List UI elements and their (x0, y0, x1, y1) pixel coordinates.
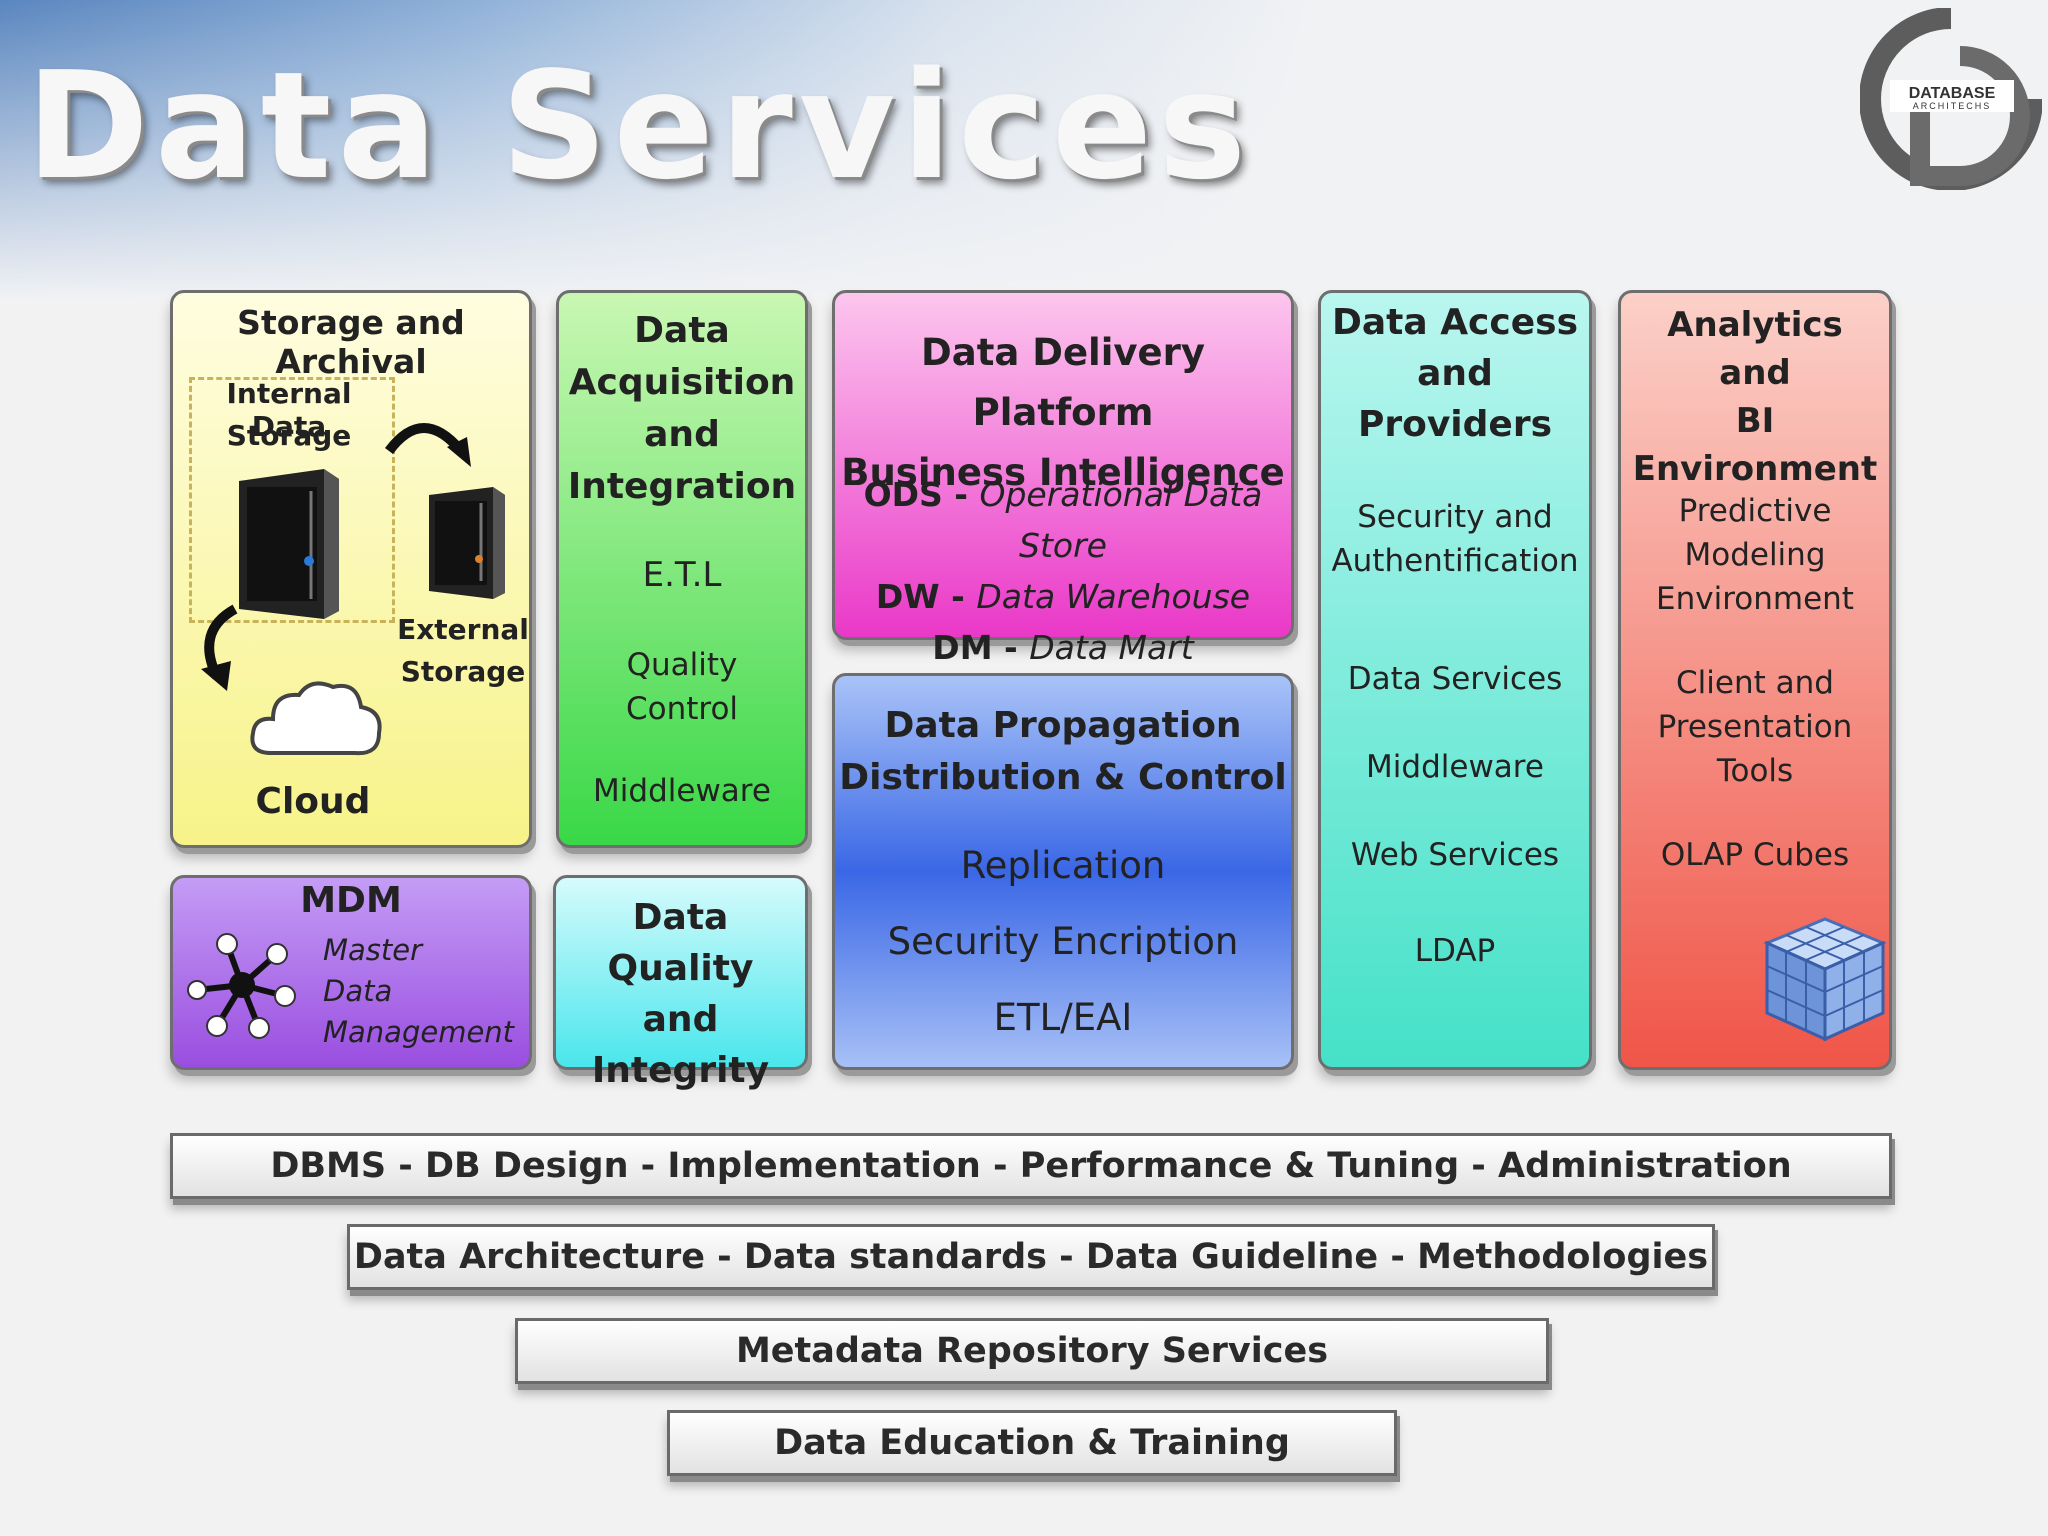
access-middleware: Middleware (1366, 749, 1544, 785)
external-server-icon (429, 487, 505, 599)
client-tools-line-3: Tools (1716, 753, 1794, 789)
predictive-line-2: Modeling (1684, 537, 1826, 573)
mdm-heading: MDM (300, 880, 402, 921)
dm-text: Data Mart (1029, 628, 1194, 667)
analytics-client-tools: Client and Presentation Tools (1621, 661, 1889, 793)
analytics-heading-3: BI Environment (1632, 401, 1878, 489)
delivery-heading: Data Delivery Platform Business Intellig… (835, 323, 1291, 503)
mdm-line-3: Management (323, 1015, 515, 1049)
olap-cube-icon (1763, 917, 1887, 1042)
acquisition-heading-2: Acquisition (568, 362, 796, 403)
data-quality-line-1: Data Quality (607, 897, 754, 989)
data-acquisition-box: Data Acquisition and Integration E.T.L Q… (556, 290, 808, 848)
delivery-heading-2: Business Intelligence (841, 451, 1285, 494)
network-hub-icon (187, 933, 296, 1039)
delivery-items: ODS - Operational Data Store DW - Data W… (835, 469, 1291, 673)
acquisition-heading-4: Integration (567, 466, 797, 507)
propagation-replication: Replication (960, 844, 1166, 887)
access-web-services: Web Services (1350, 837, 1560, 873)
dm-abbr: DM - (932, 628, 1018, 667)
acquisition-middleware: Middleware (593, 773, 771, 809)
propagation-heading-2: Distribution & Control (839, 757, 1287, 798)
ods-text: Operational Data Store (979, 475, 1263, 565)
access-heading-3: Providers (1357, 404, 1553, 445)
acquisition-heading-3: and (644, 414, 720, 455)
internal-server-icon (239, 469, 339, 619)
data-quality-box: Data Quality and Integrity (553, 875, 808, 1091)
access-security-line-1: Security and (1357, 499, 1553, 535)
storage-heading: Storage and Archival (237, 303, 465, 381)
access-security-line-2: Authentification (1331, 543, 1579, 579)
internal-storage-label-2: Storage (226, 419, 352, 452)
access-ldap: LDAP (1414, 933, 1496, 969)
mdm-line-2: Data (323, 974, 393, 1008)
internal-storage-label-1: Internal Data (226, 377, 352, 443)
mdm-description: Master Data Management (323, 930, 514, 1053)
layer-dbms: DBMS - DB Design - Implementation - Perf… (170, 1133, 1892, 1199)
layer-metadata-repository: Metadata Repository Services (515, 1318, 1549, 1384)
arrow-to-cloud-icon (201, 604, 238, 691)
cloud-label: Cloud (255, 781, 371, 822)
access-data-services: Data Services (1347, 661, 1563, 697)
acquisition-heading-1: Data (634, 310, 730, 351)
page-title: Data Services (26, 40, 1253, 212)
company-logo: DATABASE ARCHITECHS (1860, 8, 2042, 190)
ods-abbr: ODS - (863, 475, 968, 514)
internal-storage-boundary (189, 377, 395, 623)
propagation-security: Security Encription (887, 920, 1239, 963)
external-storage-label-1: External (397, 613, 529, 646)
analytics-heading-1: Analytics (1667, 305, 1843, 345)
mdm-line-1: Master (323, 933, 423, 967)
propagation-heading: Data Propagation Distribution & Control (835, 700, 1291, 804)
access-heading: Data Access and Providers (1321, 297, 1589, 450)
acquisition-heading: Data Acquisition and Integration (559, 305, 805, 513)
dw-item: DW - Data Warehouse (835, 571, 1291, 622)
arrow-to-external-icon (384, 423, 471, 467)
data-quality-line-3: Integrity (591, 1050, 770, 1091)
analytics-box: Analytics and BI Environment Predictive … (1618, 290, 1892, 1070)
layer-education-training: Data Education & Training (667, 1410, 1397, 1476)
access-heading-1: Data Access (1331, 302, 1579, 343)
acquisition-quality-control: Quality Control (559, 643, 805, 731)
ods-item: ODS - Operational Data Store (835, 469, 1291, 571)
data-delivery-box: Data Delivery Platform Business Intellig… (832, 290, 1294, 667)
dw-abbr: DW - (875, 577, 965, 616)
dm-item: DM - Data Mart (835, 622, 1291, 673)
cloud-icon (250, 681, 382, 756)
quality-control-line-2: Control (625, 691, 739, 727)
quality-control-line-1: Quality (626, 647, 738, 683)
logo-subtext: ARCHITECHS (1913, 101, 1992, 111)
dw-text: Data Warehouse (976, 577, 1251, 616)
logo-text: DATABASE (1909, 85, 1996, 102)
access-heading-2: and (1417, 353, 1493, 394)
propagation-etl-eai: ETL/EAI (993, 996, 1133, 1039)
predictive-line-3: Environment (1656, 581, 1854, 617)
acquisition-etl: E.T.L (642, 555, 722, 595)
external-storage-label-2: Storage (400, 655, 526, 688)
storage-archival-box: Storage and Archival Internal Data Stora… (170, 290, 532, 848)
analytics-olap-cubes: OLAP Cubes (1660, 837, 1850, 873)
access-security: Security and Authentification (1321, 495, 1589, 583)
client-tools-line-1: Client and (1676, 665, 1834, 701)
delivery-heading-1: Data Delivery Platform (921, 331, 1205, 434)
data-quality-text: Data Quality and Integrity (556, 892, 805, 1096)
analytics-predictive: Predictive Modeling Environment (1621, 489, 1889, 621)
client-tools-line-2: Presentation (1657, 709, 1853, 745)
predictive-line-1: Predictive (1678, 493, 1832, 529)
data-quality-line-2: and (642, 999, 719, 1040)
data-access-box: Data Access and Providers Security and A… (1318, 290, 1592, 1070)
mdm-box: MDM Master Data Management (170, 875, 532, 1070)
layer-data-architecture: Data Architecture - Data standards - Dat… (347, 1224, 1715, 1290)
analytics-heading-2: and (1719, 353, 1791, 393)
header-background (0, 0, 2048, 300)
data-propagation-box: Data Propagation Distribution & Control … (832, 673, 1294, 1070)
analytics-heading: Analytics and BI Environment (1621, 301, 1889, 493)
propagation-heading-1: Data Propagation (884, 705, 1242, 746)
